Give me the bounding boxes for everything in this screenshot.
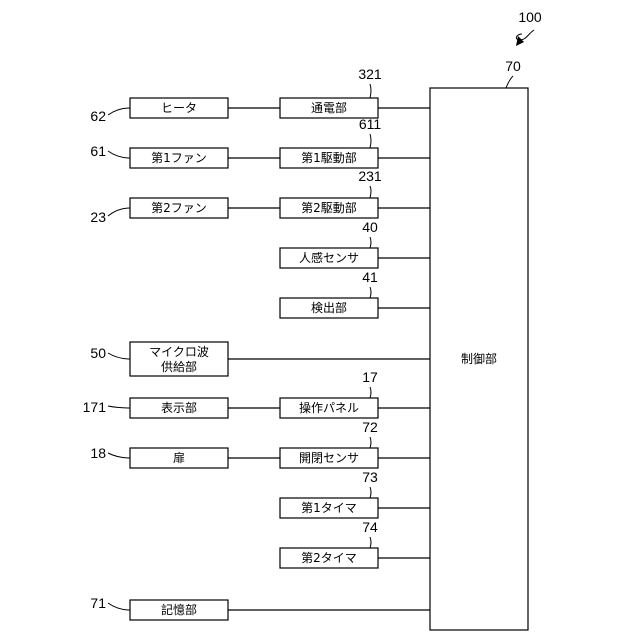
- door-ref-leader: [108, 453, 130, 458]
- heater-ref: 62: [90, 108, 106, 124]
- detector-ref-leader: [370, 287, 371, 298]
- heater-ref-leader: [108, 108, 130, 115]
- display-ref: 171: [83, 399, 107, 415]
- detector-ref: 41: [362, 269, 378, 285]
- drive1-label: 第1駆動部: [301, 150, 357, 165]
- microwave-ref: 50: [90, 345, 106, 361]
- human-sensor-ref-leader: [370, 237, 371, 248]
- operation-panel-ref-leader: [370, 387, 371, 398]
- timer1-ref-leader: [370, 487, 371, 498]
- door-ref: 18: [90, 445, 106, 461]
- drive2-ref: 231: [358, 168, 382, 184]
- heater-label: ヒータ: [161, 101, 197, 115]
- fan1-ref-leader: [108, 151, 130, 158]
- microwave-label-line1: マイクロ波: [149, 345, 209, 359]
- drive2-label: 第2駆動部: [301, 200, 357, 215]
- fan2-label: 第2ファン: [151, 201, 207, 215]
- memory-ref-leader: [108, 603, 130, 610]
- fan2-ref-leader: [108, 208, 130, 216]
- energizing-unit-ref: 321: [358, 66, 382, 82]
- figure-ref-arrowhead: [516, 36, 524, 46]
- fan2-ref: 23: [90, 209, 106, 225]
- drive2-ref-leader: [370, 186, 371, 198]
- controller-label: 制御部: [461, 351, 497, 366]
- microwave-label-line2: 供給部: [161, 359, 197, 374]
- human-sensor-label: 人感センサ: [299, 250, 359, 265]
- microwave-ref-leader: [108, 353, 130, 359]
- operation-panel-label: 操作パネル: [299, 400, 359, 415]
- detector-label: 検出部: [311, 300, 347, 315]
- memory-label: 記憶部: [161, 602, 197, 617]
- drive1-ref-leader: [370, 134, 371, 148]
- fan1-ref: 61: [90, 143, 106, 159]
- door-sensor-ref-leader: [370, 437, 371, 448]
- timer1-label: 第1タイマ: [301, 501, 357, 515]
- door-sensor-ref: 72: [362, 419, 378, 435]
- fan1-label: 第1ファン: [151, 151, 207, 165]
- timer2-ref: 74: [362, 519, 378, 535]
- timer2-ref-leader: [370, 537, 371, 548]
- timer1-ref: 73: [362, 469, 378, 485]
- figure-ref-label: 100: [518, 9, 542, 25]
- human-sensor-ref: 40: [362, 219, 378, 235]
- timer2-label: 第2タイマ: [301, 551, 357, 565]
- door-label: 扉: [173, 451, 185, 465]
- operation-panel-ref: 17: [362, 369, 378, 385]
- drive1-ref: 611: [359, 116, 382, 132]
- energizing-unit-ref-leader: [370, 84, 371, 98]
- door-sensor-label: 開閉センサ: [299, 451, 359, 465]
- display-ref-leader: [108, 406, 130, 408]
- controller-ref: 70: [505, 58, 521, 74]
- memory-ref: 71: [90, 595, 106, 611]
- display-label: 表示部: [161, 400, 197, 415]
- energizing-unit-label: 通電部: [311, 100, 347, 115]
- controller-ref-leader: [506, 76, 513, 88]
